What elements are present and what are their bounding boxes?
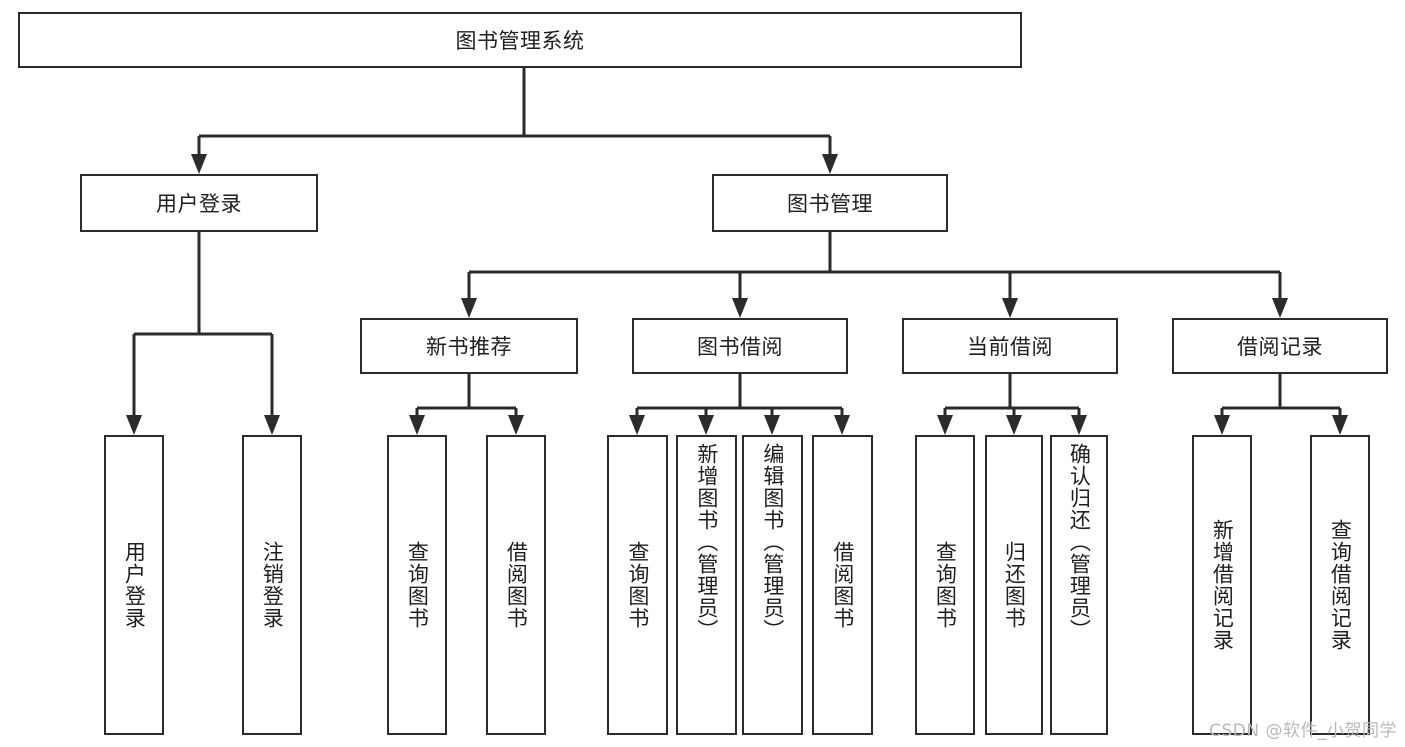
node-label: 借阅图书: [504, 541, 529, 629]
node-label: 确认归还（管理员）: [1067, 443, 1092, 641]
node-new-book-recommend[interactable]: 新书推荐: [360, 318, 578, 374]
connector-arrow-borrow-record-to-leaves: [1332, 415, 1348, 435]
node-label: 编辑图书（管理员）: [760, 443, 785, 641]
node-leaf-edit-book[interactable]: 编辑图书（管理员）: [742, 435, 803, 735]
watermark-text: CSDN @软件_小贺同学: [1209, 721, 1397, 741]
node-book-manage[interactable]: 图书管理: [712, 174, 948, 232]
connector-arrow-current-borrow-to-leaves: [1071, 415, 1087, 435]
connector-arrow-book-borrow-to-leaves: [834, 415, 850, 435]
connector-arrow-user-login-to-leaves: [126, 415, 142, 435]
connector-arrow-book-manage-to-level2: [1002, 298, 1018, 318]
connector-arrow-book-borrow-to-leaves: [764, 415, 780, 435]
node-leaf-add-borrow-record[interactable]: 新增借阅记录: [1192, 435, 1252, 735]
node-label: 注销登录: [260, 541, 285, 629]
connector-arrow-book-borrow-to-leaves: [629, 415, 645, 435]
node-label: 用户登录: [122, 541, 147, 629]
node-label: 新书推荐: [426, 335, 512, 359]
node-label: 新增借阅记录: [1210, 519, 1235, 651]
node-leaf-query-book-borrow[interactable]: 查询图书: [607, 435, 668, 735]
node-label: 图书管理系统: [455, 29, 585, 53]
connector-arrow-root-to-level1: [191, 154, 207, 174]
node-leaf-confirm-return[interactable]: 确认归还（管理员）: [1050, 435, 1108, 735]
connector-arrow-new-book-recommend-to-leaves: [409, 415, 425, 435]
node-label: 借阅记录: [1237, 335, 1323, 359]
connector-arrow-book-manage-to-level2: [1272, 298, 1288, 318]
node-label: 用户登录: [156, 192, 242, 216]
connector-arrow-borrow-record-to-leaves: [1214, 415, 1230, 435]
node-leaf-user-login[interactable]: 用户登录: [104, 435, 164, 735]
node-leaf-borrow-book[interactable]: 借阅图书: [812, 435, 873, 735]
node-leaf-query-book-recommend[interactable]: 查询图书: [387, 435, 447, 735]
connector-arrow-book-borrow-to-leaves: [698, 415, 714, 435]
node-leaf-user-logout[interactable]: 注销登录: [242, 435, 302, 735]
connector-arrow-new-book-recommend-to-leaves: [508, 415, 524, 435]
node-leaf-return-book[interactable]: 归还图书: [985, 435, 1043, 735]
connector-arrow-current-borrow-to-leaves: [937, 415, 953, 435]
connector-arrow-book-manage-to-level2: [732, 298, 748, 318]
node-borrow-record[interactable]: 借阅记录: [1172, 318, 1388, 374]
connector-arrow-book-manage-to-level2: [461, 298, 477, 318]
node-label: 归还图书: [1002, 541, 1027, 629]
node-user-login[interactable]: 用户登录: [80, 174, 318, 232]
connector-arrow-current-borrow-to-leaves: [1006, 415, 1022, 435]
connector-arrow-root-to-level1: [822, 154, 838, 174]
node-label: 图书借阅: [697, 335, 783, 359]
connector-arrow-user-login-to-leaves: [264, 415, 280, 435]
node-book-borrow[interactable]: 图书借阅: [632, 318, 848, 374]
node-label: 新增图书（管理员）: [694, 443, 719, 641]
node-label: 当前借阅: [967, 335, 1053, 359]
node-leaf-borrow-book-recommend[interactable]: 借阅图书: [486, 435, 546, 735]
node-leaf-query-book-current[interactable]: 查询图书: [915, 435, 975, 735]
node-label: 借阅图书: [830, 541, 855, 629]
node-leaf-add-book[interactable]: 新增图书（管理员）: [676, 435, 737, 735]
node-label: 图书管理: [787, 192, 873, 216]
node-label: 查询借阅记录: [1328, 519, 1353, 651]
node-label: 查询图书: [405, 541, 430, 629]
node-leaf-query-borrow-record[interactable]: 查询借阅记录: [1310, 435, 1370, 735]
node-root[interactable]: 图书管理系统: [18, 12, 1022, 68]
node-current-borrow[interactable]: 当前借阅: [902, 318, 1118, 374]
node-label: 查询图书: [933, 541, 958, 629]
node-label: 查询图书: [625, 541, 650, 629]
